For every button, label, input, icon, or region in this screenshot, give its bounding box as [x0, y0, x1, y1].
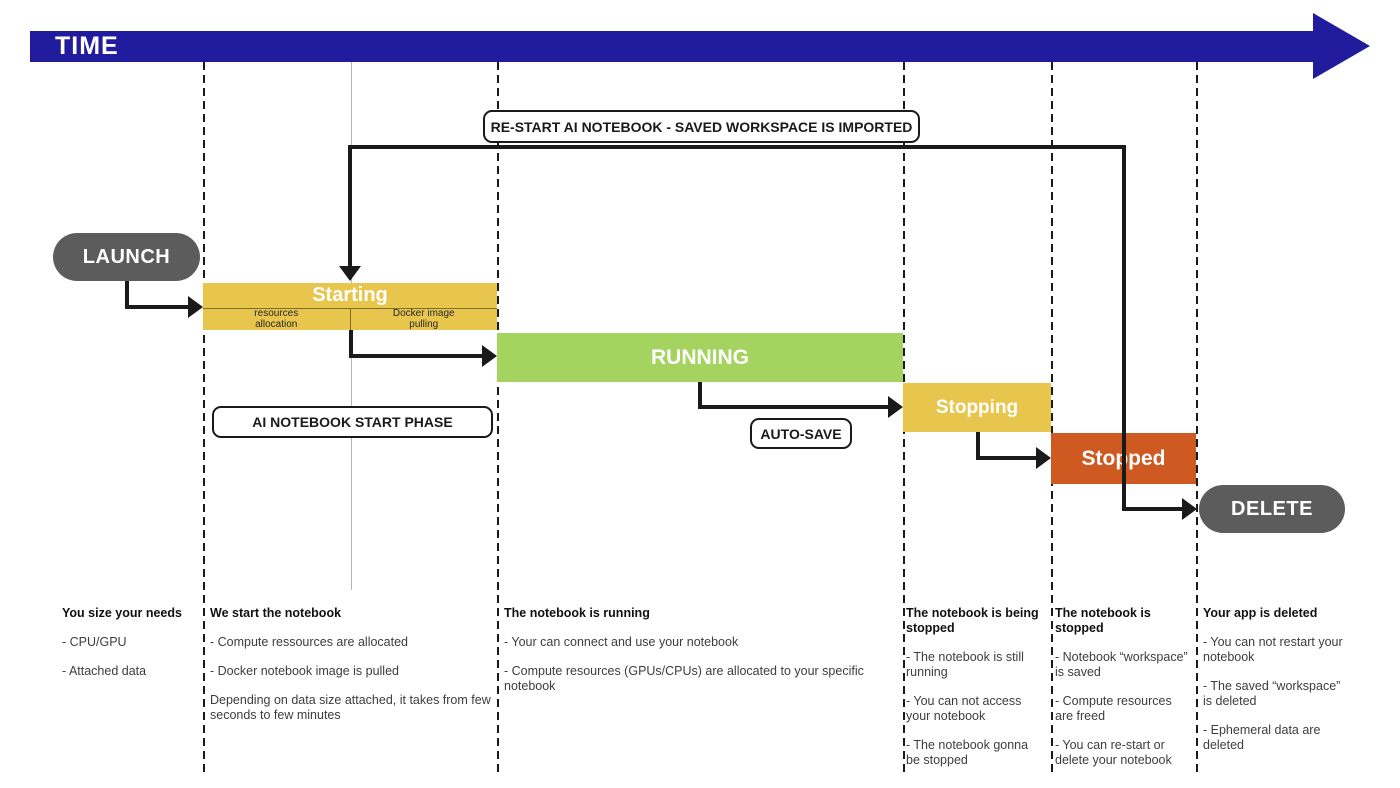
restart-path-down-line [348, 145, 352, 267]
time-axis-bar [30, 31, 1315, 62]
running-stopping-arrow-vertical-line [698, 382, 702, 409]
info-column-size-needs: You size your needs - CPU/GPU - Attached… [62, 606, 198, 693]
phase-running: RUNNING [497, 333, 903, 382]
start-phase-tag: AI NOTEBOOK START PHASE [212, 406, 493, 438]
column-title: The notebook is running [504, 606, 650, 620]
column-item: - Your can connect and use your notebook [504, 635, 739, 649]
running-stopping-arrowhead-icon [888, 396, 903, 418]
column-title: The notebook is being stopped [906, 606, 1039, 635]
column-item: - The saved “workspace” is deleted [1203, 679, 1341, 708]
starting-running-arrow-horizontal-line [349, 354, 483, 358]
phase-stopping-label: Stopping [935, 396, 1019, 418]
column-title: You size your needs [62, 606, 182, 620]
substep-line: Docker image [392, 308, 455, 319]
column-title: Your app is deleted [1203, 606, 1318, 620]
column-item: - Attached data [62, 664, 147, 678]
column-item: - Compute ressources are allocated [210, 635, 409, 649]
column-divider-start [203, 62, 205, 772]
auto-save-tag: AUTO-SAVE [750, 418, 852, 449]
column-item: - You can re-start or delete your notebo… [1055, 738, 1172, 767]
starting-running-arrowhead-icon [482, 345, 497, 367]
column-item: - Compute resources (GPUs/CPUs) are allo… [504, 664, 864, 693]
delete-arrow-horizontal-line [1122, 507, 1182, 511]
substep-resources-allocation: resources allocation [203, 308, 350, 330]
time-axis-arrowhead-icon [1313, 13, 1370, 79]
substep-docker-pulling: Docker image pulling [349, 308, 498, 330]
info-column-start: We start the notebook - Compute ressourc… [210, 606, 492, 737]
substep-line: resources [254, 308, 299, 319]
phase-running-label: RUNNING [651, 345, 749, 369]
column-divider-stopped [1051, 62, 1053, 772]
stopping-stopped-arrow-horizontal-line [976, 456, 1036, 460]
column-item: - The notebook gonna be stopped [906, 738, 1029, 767]
delete-node: DELETE [1199, 485, 1345, 533]
substep-line: allocation [255, 318, 298, 330]
column-item: - CPU/GPU [62, 635, 127, 649]
stopping-stopped-arrow-vertical-line [976, 432, 980, 460]
info-column-running: The notebook is running - Your can conne… [504, 606, 896, 708]
launch-node: LAUNCH [53, 233, 200, 281]
launch-arrow-horizontal-line [125, 305, 188, 309]
column-item: - The notebook is still running [906, 650, 1024, 679]
stopping-stopped-arrowhead-icon [1036, 447, 1051, 469]
launch-arrowhead-icon [188, 296, 203, 318]
phase-starting: Starting resources allocation Docker ima… [203, 283, 497, 330]
phase-stopping: Stopping [903, 383, 1051, 432]
restart-arrowhead-icon [339, 266, 361, 281]
info-column-stopped: The notebook is stopped - Notebook “work… [1055, 606, 1191, 782]
column-item: - You can not access your notebook [906, 694, 1022, 723]
running-stopping-arrow-horizontal-line [698, 405, 888, 409]
info-column-deleted: Your app is deleted - You can not restar… [1203, 606, 1345, 767]
info-column-stopping: The notebook is being stopped - The note… [906, 606, 1044, 782]
time-axis-label: TIME [55, 32, 119, 60]
column-item: - Ephemeral data are deleted [1203, 723, 1321, 752]
column-divider-running [497, 62, 499, 772]
substep-line: pulling [409, 318, 439, 330]
column-item: Depending on data size attached, it take… [210, 693, 491, 722]
column-item: - Compute resources are freed [1055, 694, 1172, 723]
column-item: - You can not restart your notebook [1203, 635, 1343, 664]
phase-starting-label: Starting [312, 284, 388, 306]
starting-running-arrow-vertical-line [349, 330, 353, 358]
launch-arrow-vertical-line [125, 281, 129, 309]
restart-path-vertical-line [1122, 145, 1126, 511]
restart-banner: RE-START AI NOTEBOOK - SAVED WORKSPACE I… [483, 110, 920, 143]
column-title: We start the notebook [210, 606, 342, 620]
phase-starting-substeps: resources allocation Docker image pullin… [203, 308, 497, 330]
column-item: - Docker notebook image is pulled [210, 664, 399, 678]
delete-arrowhead-icon [1182, 498, 1197, 520]
column-divider-deleted [1196, 62, 1198, 772]
column-title: The notebook is stopped [1055, 606, 1151, 635]
restart-path-horizontal-line [348, 145, 1126, 149]
column-item: - Notebook “workspace” is saved [1055, 650, 1188, 679]
